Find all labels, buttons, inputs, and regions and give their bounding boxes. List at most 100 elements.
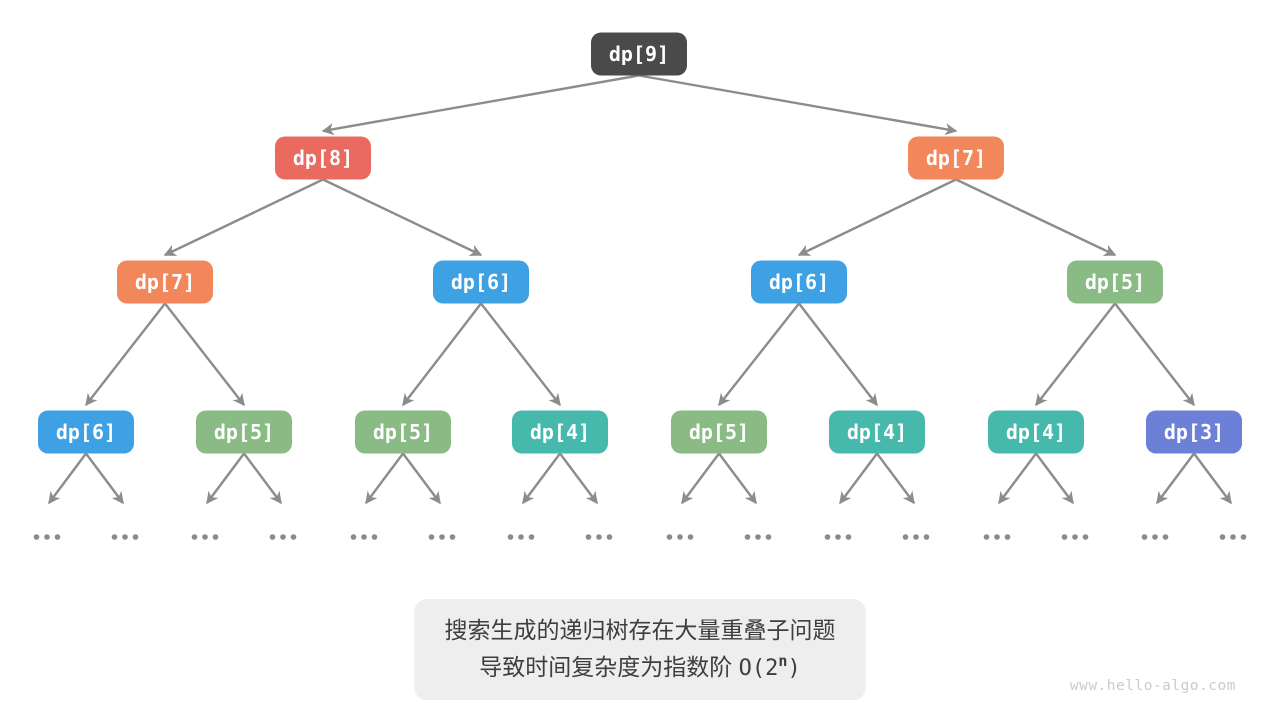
ellipsis-dot xyxy=(585,534,592,540)
tree-edge xyxy=(797,178,957,257)
tree-node: dp[7] xyxy=(117,260,213,304)
tree-edge xyxy=(85,302,166,407)
ellipsis-dot xyxy=(1152,534,1158,540)
tree-edge xyxy=(48,452,87,505)
ellipsis-dot xyxy=(111,534,118,540)
tree-node-box xyxy=(433,260,529,304)
caption-box: 搜索生成的递归树存在大量重叠子问题 导致时间复杂度为指数阶 O(2n) xyxy=(414,599,866,700)
tree-node-label: dp[5] xyxy=(1085,270,1145,294)
tree-node-box xyxy=(671,410,767,454)
ellipsis-dot xyxy=(428,534,435,540)
tree-node-label: dp[3] xyxy=(1164,420,1224,444)
watermark: www.hello-algo.com xyxy=(1069,678,1236,694)
node-layer: dp[9] dp[8] dp[7] dp[7] dp[6] dp[6] dp[5] dp[6]… xyxy=(38,32,1242,454)
ellipsis-dot xyxy=(1004,534,1011,540)
tree-node-label: dp[8] xyxy=(293,146,353,170)
tree-edge xyxy=(85,452,124,505)
tree-node-box xyxy=(988,410,1084,454)
ellipsis-dot xyxy=(666,534,673,540)
ellipsis xyxy=(350,534,378,540)
ellipsis xyxy=(269,534,297,540)
complexity-exponent: n xyxy=(778,652,788,670)
ellipsis-dot xyxy=(1240,534,1247,540)
tree-node-label: dp[5] xyxy=(689,420,749,444)
tree-edge xyxy=(522,452,561,505)
ellipsis-dot xyxy=(1162,534,1169,540)
ellipsis-dot xyxy=(744,534,751,540)
ellipsis-dot xyxy=(1219,534,1226,540)
caption-line2: 导致时间复杂度为指数阶 O(2n) xyxy=(445,649,836,687)
edge-layer xyxy=(48,74,1232,505)
tree-node-label: dp[7] xyxy=(926,146,986,170)
ellipsis xyxy=(428,534,456,540)
tree-edge xyxy=(1114,302,1195,407)
ellipsis-dot xyxy=(191,534,198,540)
tree-node: dp[3] xyxy=(1146,410,1242,454)
ellipsis xyxy=(33,534,61,540)
tree-edge xyxy=(322,178,483,257)
ellipsis-dot xyxy=(606,534,613,540)
complexity-formula-close: ) xyxy=(787,656,801,681)
tree-edge xyxy=(1193,452,1232,505)
ellipsis-dot xyxy=(269,534,276,540)
ellipsis-dot xyxy=(983,534,990,540)
ellipsis-dot xyxy=(1230,534,1236,540)
caption-line1: 搜索生成的递归树存在大量重叠子问题 xyxy=(444,617,836,643)
ellipsis xyxy=(1061,534,1089,540)
tree-node: dp[6] xyxy=(751,260,847,304)
ellipsis xyxy=(1141,534,1169,540)
tree-node-label: dp[7] xyxy=(135,270,195,294)
tree-node-box xyxy=(355,410,451,454)
ellipsis-dot xyxy=(280,534,286,540)
tree-node: dp[6] xyxy=(38,410,134,454)
tree-edge xyxy=(681,452,720,505)
tree-node-label: dp[6] xyxy=(56,420,116,444)
ellipsis-dot xyxy=(845,534,852,540)
ellipsis-dot xyxy=(122,534,128,540)
ellipsis-dot xyxy=(44,534,50,540)
tree-node-label: dp[4] xyxy=(1006,420,1066,444)
tree-edge xyxy=(839,452,878,505)
tree-node-label: dp[4] xyxy=(530,420,590,444)
tree-node: dp[5] xyxy=(1067,260,1163,304)
tree-edge xyxy=(243,452,282,505)
tree-edge xyxy=(206,452,245,505)
tree-edge xyxy=(321,74,640,136)
ellipsis-dot xyxy=(913,534,919,540)
tree-node-box xyxy=(1146,410,1242,454)
tree-node: dp[6] xyxy=(433,260,529,304)
tree-node-box xyxy=(751,260,847,304)
ellipsis-dot xyxy=(132,534,139,540)
tree-edge xyxy=(402,452,441,505)
tree-node-box xyxy=(196,410,292,454)
tree-edge xyxy=(876,452,915,505)
ellipsis-dot xyxy=(202,534,208,540)
ellipsis xyxy=(191,534,219,540)
tree-node-label: dp[9] xyxy=(609,42,669,66)
ellipsis-dot xyxy=(212,534,219,540)
tree-edge xyxy=(1035,452,1074,505)
ellipsis-dot xyxy=(439,534,445,540)
ellipsis xyxy=(111,534,139,540)
ellipsis-dot xyxy=(1082,534,1089,540)
tree-node-label: dp[5] xyxy=(373,420,433,444)
tree-node-box xyxy=(908,136,1004,180)
ellipsis-dot xyxy=(54,534,61,540)
ellipsis-dot xyxy=(824,534,831,540)
tree-edge xyxy=(365,452,404,505)
ellipsis-dot xyxy=(361,534,367,540)
ellipsis-dot xyxy=(1072,534,1078,540)
tree-node-box xyxy=(1067,260,1163,304)
ellipsis xyxy=(1219,534,1247,540)
tree-node: dp[5] xyxy=(671,410,767,454)
complexity-formula: O(2 xyxy=(738,656,779,681)
tree-node: dp[7] xyxy=(908,136,1004,180)
ellipsis-dot xyxy=(449,534,456,540)
ellipsis xyxy=(666,534,694,540)
ellipsis xyxy=(744,534,772,540)
ellipsis-dot xyxy=(687,534,694,540)
tree-edge xyxy=(559,452,598,505)
ellipsis-dot xyxy=(350,534,357,540)
tree-edge xyxy=(1156,452,1195,505)
tree-edge xyxy=(718,452,757,505)
